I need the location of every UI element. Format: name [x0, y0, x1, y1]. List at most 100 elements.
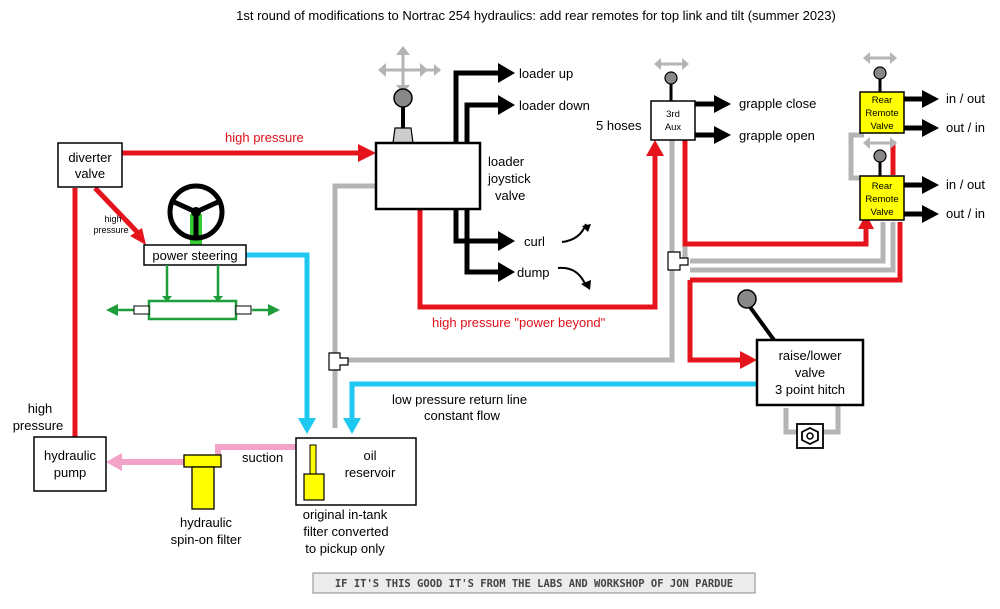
- loader-up-arrow: [498, 63, 515, 83]
- svg-text:Valve: Valve: [870, 121, 893, 132]
- svg-text:Aux: Aux: [665, 122, 682, 133]
- hp-label-top: high pressure: [225, 130, 304, 145]
- spin-on-filter-icon: [183, 454, 222, 510]
- hitch-lever-icon: [737, 289, 776, 342]
- hitch-cylinder-icon: [796, 423, 824, 449]
- remote-lever-top: [863, 52, 897, 92]
- diverter-valve: diverter valve: [57, 142, 123, 188]
- suction-label: suction: [242, 450, 283, 465]
- suction-arrow: [106, 453, 122, 471]
- svg-text:Remote: Remote: [865, 108, 898, 119]
- dump-label: dump: [517, 265, 550, 280]
- diagram-title: 1st round of modifications to Nortrac 25…: [236, 8, 836, 23]
- dump-arrow: [498, 262, 515, 282]
- in-tank-label-1: original in-tank: [303, 507, 388, 522]
- small-hp-label-2: pressure: [93, 225, 128, 235]
- return-lines: [246, 252, 757, 418]
- hp-left-label-1: high: [28, 401, 53, 416]
- remote2-b-arrow: [922, 205, 939, 223]
- hp-arrow-steering: [130, 228, 146, 245]
- remote1-b-arrow: [922, 119, 939, 137]
- cyl-rod-right: [235, 305, 252, 315]
- loader-down-label: loader down: [519, 98, 590, 113]
- cyl-rod-left: [133, 305, 150, 315]
- spin-filter-label-1: hydraulic: [180, 515, 233, 530]
- cyl-arrow-1: [162, 296, 172, 302]
- svg-text:Rear: Rear: [872, 95, 893, 106]
- loader-down-arrow: [498, 95, 515, 115]
- power-beyond-label: high pressure "power beyond": [432, 315, 606, 330]
- dump-icon-head: [581, 280, 591, 290]
- remote-lever-bottom: [863, 137, 897, 177]
- grapple-close-arrow: [714, 95, 731, 113]
- loader-valve-label-3: valve: [495, 188, 525, 203]
- footer-banner: IF IT'S THIS GOOD IT'S FROM THE LABS AND…: [312, 572, 756, 594]
- high-pressure-lines: [72, 140, 903, 437]
- steering-wheel-icon: [167, 183, 225, 248]
- remote2-b-label: out / in: [946, 206, 985, 221]
- hp-arrow-hitch: [740, 351, 757, 369]
- loader-valve-label-2: joystick: [487, 171, 531, 186]
- svg-text:oil: oil: [363, 448, 376, 463]
- svg-text:Remote: Remote: [865, 194, 898, 205]
- tee-fitting-aux: [667, 251, 689, 271]
- svg-text:valve: valve: [75, 166, 105, 181]
- rear-remote-valve-1: Rear Remote Valve: [859, 91, 905, 134]
- raise-lower-valve: raise/lower valve 3 point hitch: [755, 338, 865, 407]
- curl-icon-head: [582, 224, 591, 232]
- loader-joystick-valve: [374, 141, 482, 211]
- loader-output-lines: [453, 70, 500, 275]
- in-tank-label-2: filter converted: [303, 524, 388, 539]
- svg-text:IF IT'S THIS GOOD IT'S FROM TH: IF IT'S THIS GOOD IT'S FROM THE LABS AND…: [335, 578, 733, 590]
- grapple-open-arrow: [714, 126, 731, 144]
- return-label-2: constant flow: [424, 408, 500, 423]
- in-tank-label-3: to pickup only: [305, 541, 385, 556]
- grapple-lines: [695, 101, 716, 138]
- remote1-a-arrow: [922, 90, 939, 108]
- dump-icon: [557, 266, 587, 287]
- small-hp-label-1: high: [104, 214, 121, 224]
- svg-text:reservoir: reservoir: [345, 465, 396, 480]
- cyl-right-arrow: [268, 304, 280, 316]
- svg-text:3 point hitch: 3 point hitch: [775, 382, 845, 397]
- curl-arrow: [498, 231, 515, 251]
- curl-icon: [561, 223, 587, 243]
- return-arrow-hitch: [343, 418, 361, 434]
- curl-label: curl: [524, 234, 545, 249]
- hp-arrow-aux: [646, 140, 664, 156]
- svg-text:pump: pump: [54, 465, 87, 480]
- rear-remote-valve-2: Rear Remote Valve: [859, 175, 905, 221]
- in-tank-filter-icon: [303, 444, 325, 501]
- grapple-open-label: grapple open: [739, 128, 815, 143]
- five-hoses-label: 5 hoses: [596, 118, 642, 133]
- cyl-arrow-2: [213, 296, 223, 302]
- power-steering-box: power steering: [143, 244, 247, 266]
- loader-valve-label-1: loader: [488, 154, 525, 169]
- return-arrow-steering: [298, 418, 316, 434]
- svg-text:hydraulic: hydraulic: [44, 448, 97, 463]
- joystick-icon: [378, 46, 441, 144]
- hp-arrow-loader: [358, 144, 376, 162]
- remote1-a-label: in / out: [946, 91, 985, 106]
- remote2-a-label: in / out: [946, 177, 985, 192]
- svg-text:raise/lower: raise/lower: [779, 348, 843, 363]
- svg-text:valve: valve: [795, 365, 825, 380]
- tee-fitting-drain: [328, 352, 349, 371]
- loader-up-label: loader up: [519, 66, 573, 81]
- aux-lever-icon: [654, 58, 689, 102]
- svg-text:Rear: Rear: [872, 181, 893, 192]
- remote-output-lines: [904, 96, 924, 217]
- hp-arrow-remote: [858, 214, 874, 229]
- cyl-left-arrow: [106, 304, 118, 316]
- grapple-close-label: grapple close: [739, 96, 816, 111]
- spin-filter-label-2: spin-on filter: [171, 532, 242, 547]
- hydraulic-pump: hydraulic pump: [33, 436, 107, 492]
- return-label-1: low pressure return line: [392, 392, 527, 407]
- svg-text:Valve: Valve: [870, 207, 893, 218]
- remote1-b-label: out / in: [946, 120, 985, 135]
- svg-text:3rd: 3rd: [666, 109, 680, 120]
- third-aux-valve: 3rd Aux: [650, 100, 696, 141]
- remote2-a-arrow: [922, 176, 939, 194]
